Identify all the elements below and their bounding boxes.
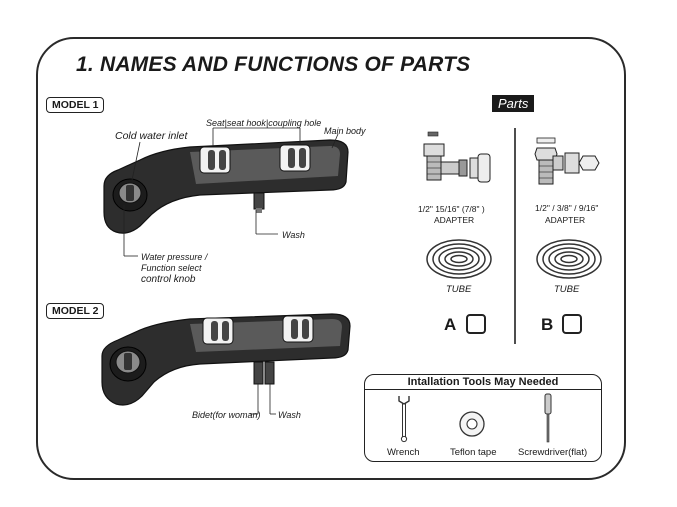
adapter-a-sizes: 1/2" 15/16" (7/8" ) bbox=[418, 204, 485, 214]
kit-a-checkbox[interactable] bbox=[466, 314, 486, 334]
knob-label-line3: control knob bbox=[141, 274, 196, 285]
tube-b-label: TUBE bbox=[554, 284, 580, 295]
model1-wash-label: Wash bbox=[282, 230, 305, 240]
knob-label-line2: Function select bbox=[141, 263, 202, 273]
tube-a-icon bbox=[426, 239, 492, 279]
adapter-b-icon bbox=[534, 137, 600, 185]
wrench-icon bbox=[398, 396, 410, 443]
seat-hook-label: Seat|seat hook|coupling hole bbox=[206, 118, 322, 128]
parts-tag: Parts bbox=[492, 95, 535, 112]
tool-teflon-label: Teflon tape bbox=[450, 447, 497, 458]
kit-b-checkbox[interactable] bbox=[562, 314, 582, 334]
main-body-label: Main body bbox=[324, 126, 366, 136]
tools-panel bbox=[364, 374, 602, 462]
model1-tag: MODEL 1 bbox=[46, 97, 105, 113]
adapter-b-sizes: 1/2" / 3/8" / 9/16" bbox=[535, 203, 599, 213]
knob-label-line1: Water pressure / bbox=[141, 252, 208, 262]
tube-a-label: TUBE bbox=[446, 284, 472, 295]
adapter-a-label: ADAPTER bbox=[434, 215, 475, 225]
page-frame bbox=[36, 37, 626, 480]
model2-wash-label: Wash bbox=[278, 410, 301, 420]
tool-wrench-label: Wrench bbox=[387, 447, 420, 458]
adapter-a-icon bbox=[423, 131, 491, 183]
tools-heading: Intallation Tools May Needed bbox=[364, 374, 602, 390]
kit-b-letter: B bbox=[541, 315, 554, 334]
screwdriver-icon bbox=[544, 393, 552, 443]
tool-screwdriver-label: Screwdriver(flat) bbox=[518, 447, 588, 458]
cold-water-inlet-label: Cold water inlet bbox=[115, 130, 188, 142]
teflon-tape-icon bbox=[459, 411, 485, 437]
adapter-b-label: ADAPTER bbox=[545, 215, 586, 225]
model2-tag: MODEL 2 bbox=[46, 303, 105, 319]
page-title: 1. NAMES AND FUNCTIONS OF PARTS bbox=[76, 53, 471, 76]
kit-a-letter: A bbox=[444, 315, 457, 334]
bidet-label: Bidet(for woman) bbox=[192, 410, 261, 420]
tube-b-icon bbox=[536, 239, 602, 279]
